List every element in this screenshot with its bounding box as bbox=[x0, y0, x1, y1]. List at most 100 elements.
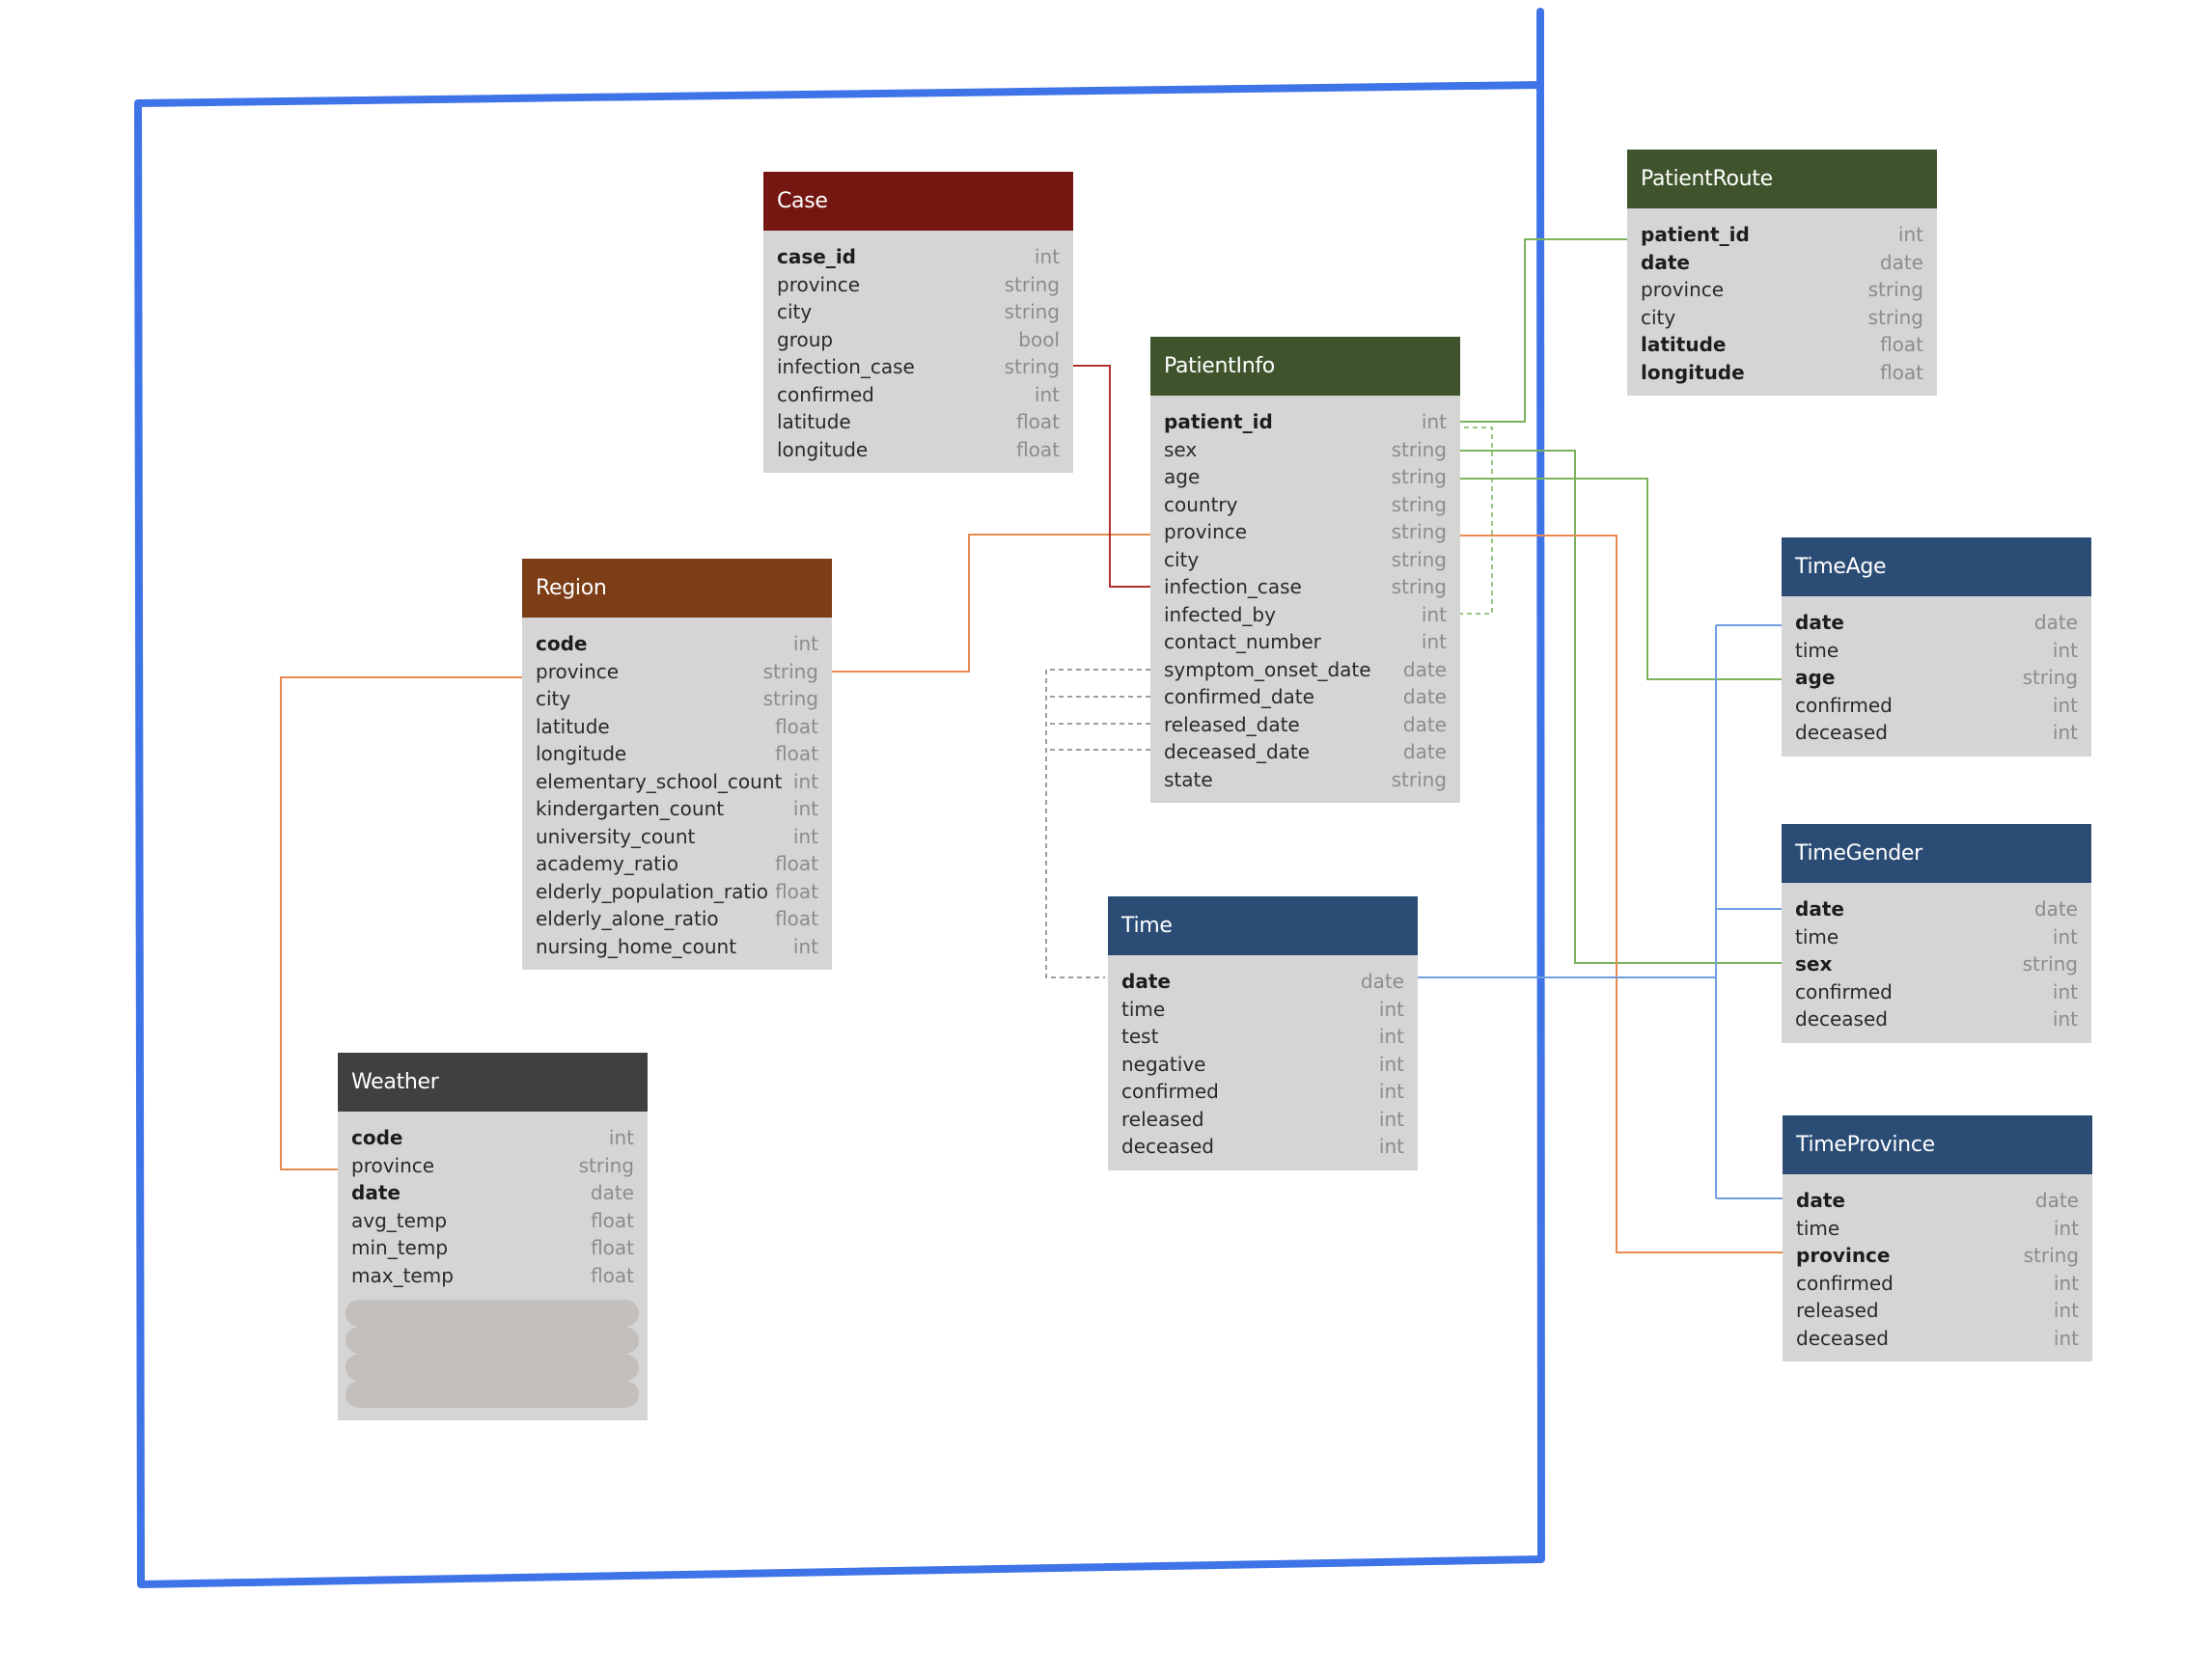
field-type: float bbox=[1880, 333, 1923, 357]
field-name: code bbox=[536, 632, 588, 656]
field-type: string bbox=[762, 659, 818, 683]
link-region-weather bbox=[280, 676, 522, 1170]
field-name: confirmed bbox=[1795, 979, 1893, 1003]
field-name: city bbox=[1164, 547, 1200, 571]
field-name: time bbox=[1121, 997, 1166, 1021]
field-type: date bbox=[1402, 685, 1447, 709]
field-name: latitude bbox=[777, 410, 851, 434]
field-name: time bbox=[1795, 924, 1839, 948]
table-case-header: Case bbox=[763, 172, 1073, 231]
field-name: elderly_alone_ratio bbox=[536, 907, 719, 931]
field-name: patient_id bbox=[1641, 223, 1750, 247]
table-patientroute-header: PatientRoute bbox=[1627, 150, 1937, 208]
field-name: university_count bbox=[536, 824, 696, 848]
field-type: int bbox=[1378, 1107, 1404, 1131]
field-type: string bbox=[1004, 272, 1060, 296]
field-type: int bbox=[2053, 1326, 2079, 1350]
field-name: country bbox=[1164, 492, 1238, 516]
field-name: province bbox=[1164, 520, 1248, 544]
field-type: float bbox=[1880, 360, 1923, 384]
